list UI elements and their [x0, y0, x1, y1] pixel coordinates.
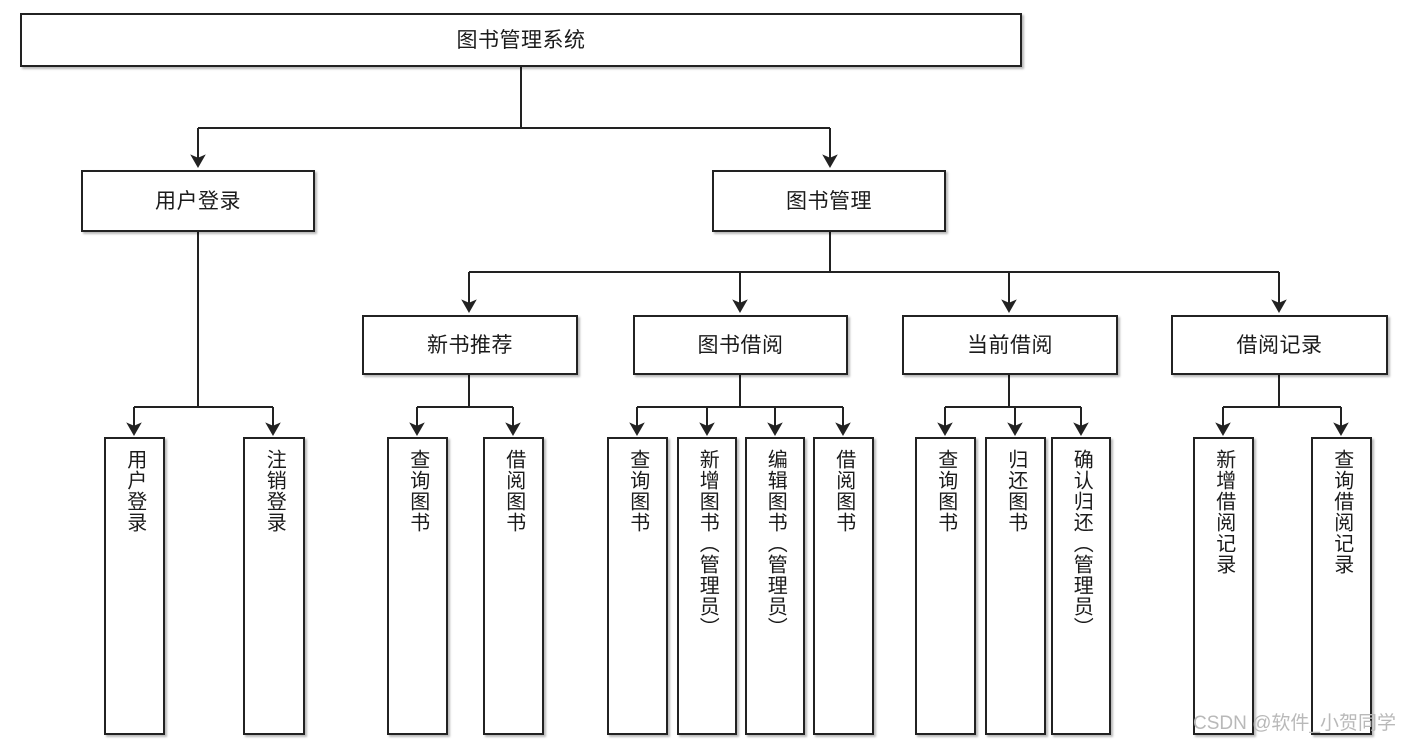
node-book-borrow-label: 图书借阅 — [697, 333, 784, 357]
node-user-login[interactable]: 用户登录 — [81, 170, 315, 232]
node-leaf-query-borrow-record-label: 查询借阅记录 — [1330, 449, 1353, 575]
node-current-borrow-label: 当前借阅 — [967, 333, 1053, 357]
node-leaf-query-book-current-label: 查询图书 — [934, 449, 957, 533]
node-root-title-label: 图书管理系统 — [456, 28, 586, 52]
node-leaf-query-book-borrow-label: 查询图书 — [626, 449, 649, 533]
node-leaf-confirm-return-admin[interactable]: 确认归还（管理员） — [1051, 437, 1111, 735]
node-leaf-query-book-borrow[interactable]: 查询图书 — [607, 437, 668, 735]
node-book-management[interactable]: 图书管理 — [712, 170, 946, 232]
node-leaf-user-logout[interactable]: 注销登录 — [243, 437, 305, 735]
node-borrow-record[interactable]: 借阅记录 — [1171, 315, 1388, 375]
edges-borrowrecord-to-leaves — [1215, 375, 1349, 436]
node-leaf-add-book-admin[interactable]: 新增图书（管理员） — [677, 437, 737, 735]
csdn-watermark: CSDN @软件_小贺同学 — [1193, 713, 1396, 734]
node-current-borrow[interactable]: 当前借阅 — [902, 315, 1118, 375]
edges-newbook-to-leaves — [409, 375, 521, 436]
node-leaf-add-borrow-record-label: 新增借阅记录 — [1212, 449, 1235, 575]
node-root-title[interactable]: 图书管理系统 — [20, 13, 1022, 67]
node-leaf-return-book-label: 归还图书 — [1004, 449, 1027, 533]
node-leaf-user-logout-label: 注销登录 — [263, 449, 286, 533]
edges-root-to-level2 — [190, 67, 838, 168]
node-book-management-label: 图书管理 — [786, 189, 872, 213]
node-leaf-query-borrow-record[interactable]: 查询借阅记录 — [1311, 437, 1372, 735]
edges-userlogin-to-leaves — [126, 232, 281, 436]
node-leaf-return-book[interactable]: 归还图书 — [985, 437, 1046, 735]
edges-currentborrow-to-leaves — [937, 375, 1089, 436]
node-new-book-recommend-label: 新书推荐 — [427, 333, 513, 357]
node-leaf-borrow-book-rec[interactable]: 借阅图书 — [483, 437, 544, 735]
node-leaf-query-book-current[interactable]: 查询图书 — [915, 437, 976, 735]
node-leaf-query-book-rec[interactable]: 查询图书 — [387, 437, 448, 735]
node-book-borrow[interactable]: 图书借阅 — [633, 315, 848, 375]
node-new-book-recommend[interactable]: 新书推荐 — [362, 315, 578, 375]
node-user-login-label: 用户登录 — [155, 189, 241, 213]
node-leaf-user-login-do[interactable]: 用户登录 — [104, 437, 165, 735]
node-leaf-edit-book-admin-label: 编辑图书（管理员） — [764, 449, 787, 638]
node-leaf-add-borrow-record[interactable]: 新增借阅记录 — [1193, 437, 1254, 735]
edges-bookmgmt-to-level3 — [461, 232, 1287, 313]
node-leaf-borrow-book-borrow[interactable]: 借阅图书 — [813, 437, 874, 735]
node-leaf-add-book-admin-label: 新增图书（管理员） — [696, 449, 719, 638]
node-leaf-query-book-rec-label: 查询图书 — [406, 449, 429, 533]
node-leaf-edit-book-admin[interactable]: 编辑图书（管理员） — [745, 437, 805, 735]
node-borrow-record-label: 借阅记录 — [1236, 333, 1323, 357]
node-leaf-user-login-do-label: 用户登录 — [123, 449, 146, 533]
node-leaf-borrow-book-borrow-label: 借阅图书 — [832, 449, 855, 533]
node-leaf-borrow-book-rec-label: 借阅图书 — [502, 449, 525, 533]
edges-bookborrow-to-leaves — [629, 375, 851, 436]
node-leaf-confirm-return-admin-label: 确认归还（管理员） — [1070, 449, 1093, 638]
